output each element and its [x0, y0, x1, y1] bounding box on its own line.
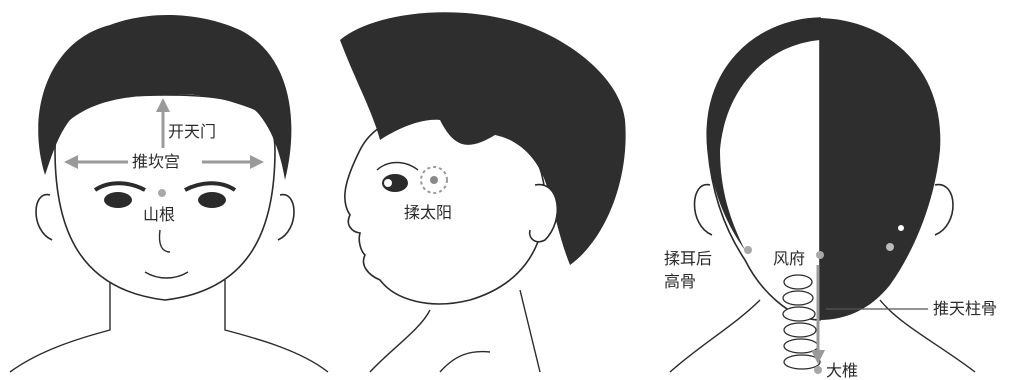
label-tui-tian-zhu-gu: 推天柱骨 — [933, 299, 997, 318]
tian-zhu-gu-arrowhead — [811, 350, 825, 364]
er-hou-gao-gu-point — [744, 246, 752, 254]
spine-vertebrae — [782, 274, 821, 370]
tai-yang-target-ring — [420, 166, 448, 194]
tui-kan-gong-arrowhead-right — [250, 155, 264, 169]
label-shan-gen: 山根 — [143, 205, 175, 224]
label-feng-fu: 风府 — [773, 249, 805, 268]
tui-kan-gong-arrowhead-left — [64, 155, 78, 169]
label-tui-kan-gong: 推坎宫 — [132, 152, 180, 171]
label-rou-er-hou-line2: 高骨 — [664, 272, 696, 291]
tai-yang-point — [430, 176, 438, 184]
side-view-figure — [340, 12, 626, 373]
label-rou-er-hou-line1: 揉耳后 — [664, 249, 712, 268]
label-kai-tian-men: 开天门 — [168, 122, 216, 141]
kai-tian-men-arrowhead — [156, 98, 170, 112]
front-view-figure — [9, 14, 329, 373]
da-zhui-point — [814, 366, 822, 374]
label-da-zhui: 大椎 — [826, 361, 858, 380]
label-rou-tai-yang: 揉太阳 — [404, 203, 452, 222]
feng-fu-point — [816, 251, 824, 259]
back-view-figure — [669, 17, 976, 373]
shan-gen-point — [158, 189, 166, 197]
